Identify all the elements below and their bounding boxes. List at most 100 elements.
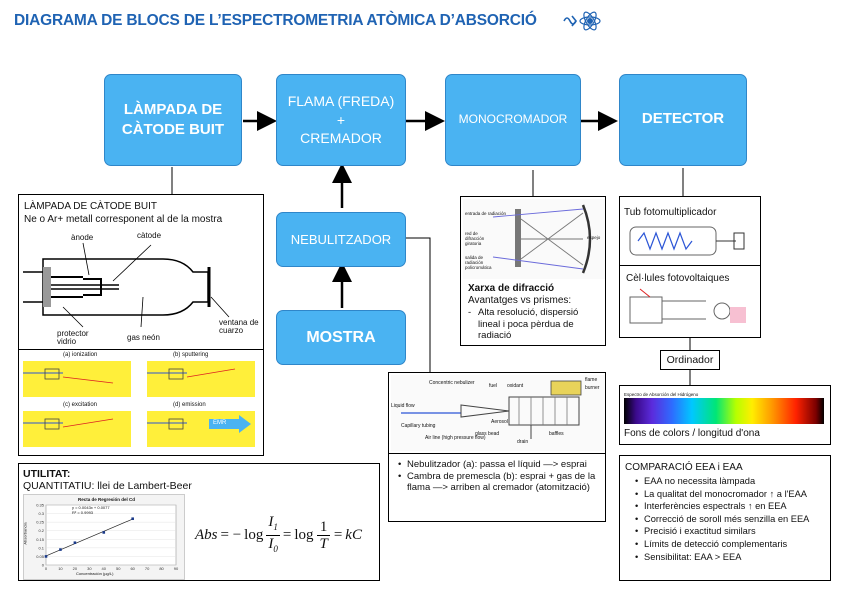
nebulitzador-label: NEBULITZADOR [290, 231, 392, 247]
neb-label-aerosol: Aerosol [491, 419, 508, 425]
y-tick-label: 0.1 [38, 545, 44, 550]
formula-I1-sub: 1 [273, 521, 278, 532]
grating-advantages: Avantatges vs prismes: [468, 295, 572, 306]
x-tick-label: 0 [45, 566, 48, 571]
formula-I0: I [268, 535, 274, 552]
formula-log-2: log [294, 526, 314, 543]
formula-I0-sub: 0 [273, 543, 278, 554]
lampada-panel-heading: LÀMPADA DE CÀTODE BUIT [24, 201, 157, 212]
x-tick-label: 80 [159, 566, 164, 571]
page-title: DIAGRAMA DE BLOCS DE L’ESPECTROMETRIA AT… [14, 12, 537, 29]
neb-label-baffles: baffles [549, 431, 564, 437]
label-gas: gas neón [127, 333, 160, 342]
label-protector: protector vidrio [57, 329, 89, 346]
chart-xaxis-label: Concentración (µg/L) [76, 571, 114, 576]
process-label-d: (d) emission [173, 402, 206, 408]
mostra-block: MOSTRA [276, 310, 406, 365]
comparacio-item: Sensibilitat: EAA > EEA [635, 551, 809, 564]
x-tick-label: 60 [130, 566, 135, 571]
data-point [44, 555, 48, 558]
data-point [59, 548, 62, 551]
lampada-block-label: LÀMPADA DE CÀTODE BUIT [121, 100, 225, 138]
neb-label-oxidant: oxidant [507, 383, 524, 389]
data-point [73, 541, 77, 545]
detector-block: DETECTOR [619, 74, 747, 166]
neb-label-glass: glass bead [475, 431, 500, 437]
x-tick-label: 50 [116, 566, 121, 571]
y-tick-label: 0.05 [36, 554, 45, 559]
neb-label-burner: burner [585, 385, 600, 391]
lambert-beer-formula: Abs = − log I1 I0 = log 1 T = kC [195, 510, 362, 560]
grating-label-entrada: entrada de radiación [465, 211, 507, 216]
grating-heading: Xarxa de difracció [468, 283, 555, 294]
neb-label-flame: flame [585, 377, 598, 383]
detector-label: DETECTOR [641, 110, 725, 127]
formula-I1: I [268, 513, 274, 530]
process-label-b: (b) sputtering [173, 352, 209, 358]
y-tick-label: 0.15 [36, 537, 45, 542]
process-panel-c [23, 411, 131, 447]
neb-label-liquid: Liquid flow [391, 403, 415, 409]
spectrum-gradient [624, 398, 824, 424]
nebulitzador-block: NEBULITZADOR [276, 212, 406, 267]
x-tick-label: 30 [87, 566, 92, 571]
grating-bullet-text: Alta resolució, dispersió lineal i poca … [478, 307, 579, 341]
nebulizer-bullet: Cambra de premescla (b): esprai + gas de… [398, 471, 607, 494]
process-panel-b [147, 361, 255, 397]
formula-fraction-I: I1 I0 [266, 514, 280, 557]
data-point [131, 517, 134, 521]
comparacio-item: EAA no necessita làmpada [635, 475, 809, 488]
grating-bullet: - Alta resolució, dispersió lineal i poc… [468, 307, 596, 342]
nebulizer-bullets: Nebulitzador (a): passa el líquid —> esp… [397, 459, 607, 494]
formula-abs: Abs [195, 526, 218, 543]
flama-label-1: FLAMA (FREDA) [287, 92, 395, 109]
chart-title: Recta de Regresión del Cd [78, 497, 136, 502]
formula-one: 1 [316, 519, 331, 536]
plot-frame [45, 504, 177, 566]
y-tick-label: 0.35 [36, 503, 45, 508]
flama-block: FLAMA (FREDA) + CREMADOR [276, 74, 406, 166]
chart-r2: R² = 0.9993 [72, 510, 94, 515]
pmt-heading: Tub fotomultiplicador [624, 207, 717, 218]
comparacio-item: Límits de detecció complementaris [635, 538, 809, 551]
grating-label-salida: salida de radiación policromática [465, 255, 492, 270]
ionization-processes: (a) ionization (b) sputtering (c) excita… [23, 352, 259, 451]
mostra-label: MOSTRA [306, 328, 376, 346]
x-tick-label: 70 [145, 566, 150, 571]
hollow-cathode-lamp-diagram [23, 242, 230, 328]
neb-label-fuel: fuel [489, 383, 498, 389]
monocromador-label: MONOCROMADOR [458, 112, 568, 126]
utilitat-panel: UTILITAT: QUANTITATIU: llei de Lambert-B… [18, 463, 380, 581]
y-tick-label: 0.3 [38, 511, 44, 516]
comparacio-item: La qualitat del monocromador ↑ a l'EAA [635, 488, 809, 501]
nebulizer-panel: Concentric nebulizer fuel oxidant flame … [388, 372, 606, 522]
comparacio-list: EAA no necessita làmpada La qualitat del… [634, 475, 809, 563]
neb-label-airline: Air line (high pressure flow) [425, 435, 486, 441]
lampada-panel: LÀMPADA DE CÀTODE BUIT Ne o Ar+ metall c… [18, 194, 264, 456]
x-tick-label: 90 [174, 566, 179, 571]
comparacio-item: Correcció de soroll més senzilla en EEA [635, 513, 809, 526]
utilitat-subheading: QUANTITATIU: llei de Lambert-Beer [23, 480, 192, 492]
data-point [102, 531, 106, 534]
spectrum-caption: Fons de colors / longitud d'ona [624, 428, 760, 439]
process-label-a: (a) ionization [63, 352, 98, 358]
lampada-block: LÀMPADA DE CÀTODE BUIT [104, 74, 242, 166]
diffraction-grating-diagram [463, 199, 605, 279]
monocromador-block: MONOCROMADOR [445, 74, 581, 166]
spectrum-title: Espectro de Absorción del Hidrógeno [624, 392, 699, 397]
emission-tag: EMR [213, 420, 227, 426]
detector-panel: Tub fotomultiplicador Cèl·lules fotovolt… [619, 196, 761, 338]
nebulizer-burner-diagram [391, 375, 605, 451]
formula-log-1: log [244, 526, 264, 543]
comparacio-item: Precisió i exactitud similars [635, 525, 809, 538]
photovoltaic-circuit-diagram [629, 288, 746, 324]
formula-fraction-T: 1 T [316, 519, 331, 552]
ordinador-label: Ordinador [666, 354, 714, 366]
spectrum-wave-icon [563, 11, 601, 31]
x-tick-label: 10 [58, 566, 63, 571]
comparacio-heading: COMPARACIÓ EEA i EAA [625, 462, 743, 473]
nebulizer-bullet: Nebulitzador (a): passa el líquid —> esp… [398, 459, 607, 471]
label-anode: ànode [71, 233, 94, 242]
